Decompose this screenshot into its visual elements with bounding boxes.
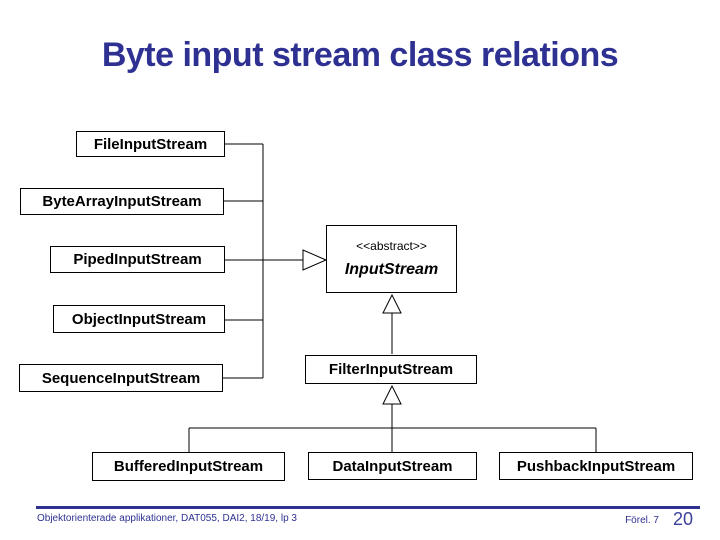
class-box-bytearrayinputstream: ByteArrayInputStream [20, 188, 224, 215]
class-label: FilterInputStream [328, 361, 454, 378]
class-box-sequenceinputstream: SequenceInputStream [19, 364, 223, 392]
class-box-filterinputstream: FilterInputStream [305, 355, 477, 384]
inheritance-arrow-right [302, 249, 328, 271]
class-label: SequenceInputStream [41, 369, 201, 387]
class-box-bufferedinputstream: BufferedInputStream [92, 452, 285, 481]
class-box-objectinputstream: ObjectInputStream [53, 305, 225, 333]
footer-divider [36, 506, 700, 509]
class-box-inputstream: <<abstract>> InputStream [326, 225, 457, 293]
class-label: DataInputStream [332, 457, 453, 475]
class-label: PipedInputStream [73, 251, 202, 268]
class-box-datainputstream: DataInputStream [308, 452, 477, 480]
class-box-pushbackinputstream: PushbackInputStream [499, 452, 693, 480]
footer-course-info: Objektorienterade applikationer, DAT055,… [37, 513, 297, 524]
footer-page-number: 20 [672, 509, 693, 529]
footer-right: Förel. 7 20 [625, 509, 693, 530]
class-box-fileinputstream: FileInputStream [76, 131, 225, 157]
class-label: InputStream [344, 261, 439, 279]
footer-lecture-label: Förel. 7 [625, 515, 659, 526]
slide-title: Byte input stream class relations [101, 36, 619, 74]
class-label: ByteArrayInputStream [42, 193, 202, 210]
class-label: BufferedInputStream [113, 458, 264, 475]
abstract-stereotype: <<abstract>> [356, 238, 427, 253]
class-box-pipedinputstream: PipedInputStream [50, 246, 225, 273]
class-label: ObjectInputStream [71, 310, 207, 328]
class-label: PushbackInputStream [516, 457, 676, 475]
inheritance-arrow-up-filterinputstream [382, 384, 402, 405]
class-label: FileInputStream [93, 135, 208, 153]
inheritance-arrow-up-inputstream [382, 293, 402, 314]
